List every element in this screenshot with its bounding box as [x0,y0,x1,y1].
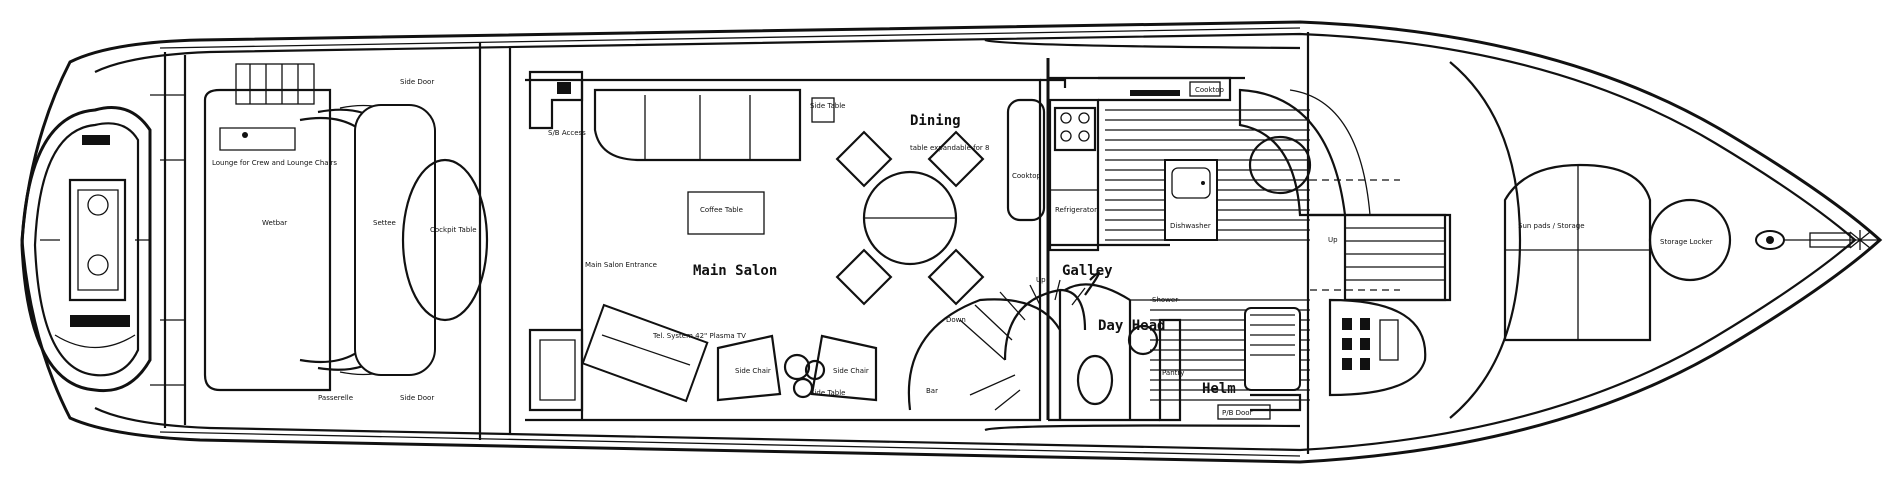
label-cockpit-table: Cockpit Table [430,226,477,234]
spiral-staircase [907,271,1100,420]
label-cooktop-side: Cooktop [1012,172,1042,180]
helm-area [1217,179,1452,420]
label-up2: Up [1328,236,1338,244]
label-sb-access: S/B Access [548,129,586,137]
label-dining: Dining [910,113,961,129]
label-bar: Bar [926,387,938,395]
label-side-chair-2: Side Chair [833,367,869,375]
label-helm: Helm [1202,381,1236,397]
label-wetbar: Wetbar [262,219,287,227]
label-table-note: table expandable for 8 [910,144,989,152]
label-sun-pads: Sun pads / Storage [1518,222,1585,230]
label-rear-deck-note: Lounge for Crew and Lounge Chairs [212,159,337,167]
label-side-door-top: Side Door [400,78,434,86]
label-storage-locker: Storage Locker [1660,238,1713,246]
aft-deck [203,42,512,440]
label-side-table-top: Side Table [810,102,845,110]
stern-structure [150,52,315,428]
tender-boat [20,106,152,393]
label-shower: Shower [1152,296,1178,304]
hull-outline [20,20,1883,464]
galley-area [1006,58,1371,422]
plan-labels: Main Salon Dining Galley Day Head Helm S… [212,78,1713,417]
day-head-area [1058,283,1182,422]
label-passerelle: Passerelle [318,394,353,402]
label-dishwasher: Dishwasher [1170,222,1211,230]
label-side-door-bottom: Side Door [400,394,434,402]
label-pantry: Pantry [1162,369,1184,377]
label-refrigerator: Refrigerator [1055,206,1097,214]
label-day-head: Day Head [1098,318,1165,334]
label-galley: Galley [1062,263,1113,279]
label-main-salon: Main Salon [693,263,777,279]
label-coffee-table: Coffee Table [700,206,743,214]
label-tv-system: Tel. System 42" Plasma TV [652,332,746,340]
label-pb-door: P/B Door [1222,409,1253,417]
label-settee: Settee [373,219,396,227]
label-cooktop-top: Cooktop [1195,86,1225,94]
label-side-chair-1: Side Chair [735,367,771,375]
foredeck [1503,163,1880,342]
label-main-salon-entrance: Main Salon Entrance [585,261,657,269]
label-up: Up [1036,276,1046,284]
label-side-table-bottom: Side Table [810,389,845,397]
main-salon-area [525,70,1042,422]
label-down: Down [946,316,966,324]
